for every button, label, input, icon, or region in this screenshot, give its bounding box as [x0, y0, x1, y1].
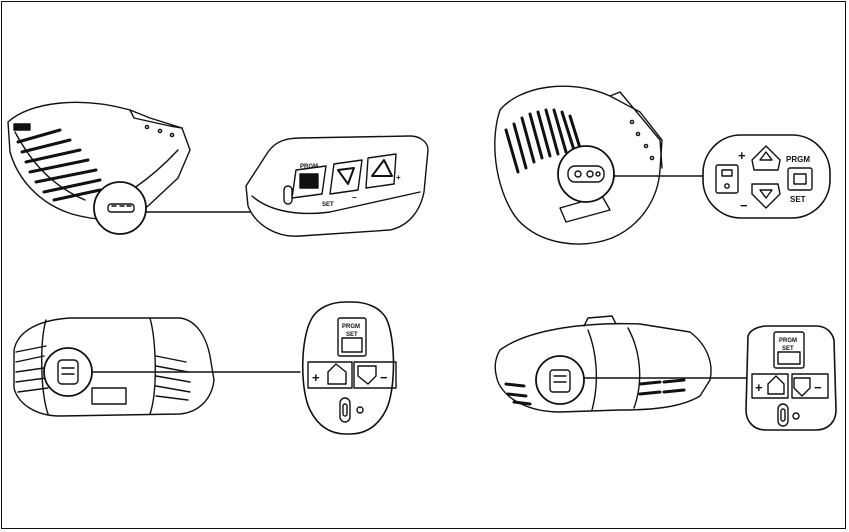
program-button-icon[interactable]	[787, 167, 813, 191]
prgm-label: PRGM	[779, 338, 797, 344]
minus-label: −	[740, 198, 748, 213]
down-arrow-button-icon[interactable]	[751, 183, 781, 209]
up-arrow-button-icon[interactable]	[751, 373, 789, 399]
down-arrow-button-icon[interactable]	[329, 159, 363, 195]
program-button-icon[interactable]	[337, 317, 367, 357]
down-arrow-button-icon[interactable]	[353, 361, 397, 389]
set-label: SET	[790, 195, 806, 204]
control-panel-shield: PRGM SET + −	[745, 325, 837, 431]
control-panel-oblique: PRGM SET + −	[245, 135, 429, 237]
top-left-panel: PRGM SET + −	[7, 101, 429, 237]
opener-unit-top-left	[7, 101, 191, 235]
plus-label: +	[755, 380, 763, 395]
opener-unit-bottom-right	[494, 315, 712, 413]
prgm-label: PRGM	[786, 155, 810, 164]
bottom-right-panel: PRGM SET + −	[494, 315, 837, 431]
prgm-label: PRGM	[342, 324, 360, 330]
prgm-label: PRGM	[300, 164, 318, 170]
top-right-panel: + − PRGM SET	[494, 85, 831, 245]
opener-unit-top-right	[494, 85, 663, 245]
minus-label: −	[352, 193, 357, 202]
plus-label: +	[396, 173, 401, 182]
down-arrow-button-icon[interactable]	[791, 373, 829, 399]
set-label: SET	[322, 202, 334, 208]
up-arrow-button-icon[interactable]	[307, 361, 353, 389]
program-button-icon[interactable]	[773, 331, 805, 369]
plus-label: +	[312, 370, 320, 385]
minus-label: −	[814, 380, 822, 395]
control-panel-oval: + − PRGM SET	[702, 134, 831, 219]
up-arrow-button-icon[interactable]	[751, 145, 781, 171]
led-indicator-icon	[339, 397, 351, 423]
set-label: SET	[346, 332, 358, 338]
bottom-left-panel: PRGM SET + −	[13, 301, 397, 435]
led-indicator-icon	[777, 403, 789, 427]
opener-unit-bottom-left	[13, 317, 215, 417]
up-arrow-button-icon[interactable]	[365, 153, 397, 189]
plus-label: +	[738, 148, 746, 163]
minus-label: −	[380, 370, 388, 385]
control-panel-shield: PRGM SET + −	[301, 301, 397, 435]
led-indicator-icon	[715, 164, 739, 194]
set-label: SET	[782, 346, 794, 352]
